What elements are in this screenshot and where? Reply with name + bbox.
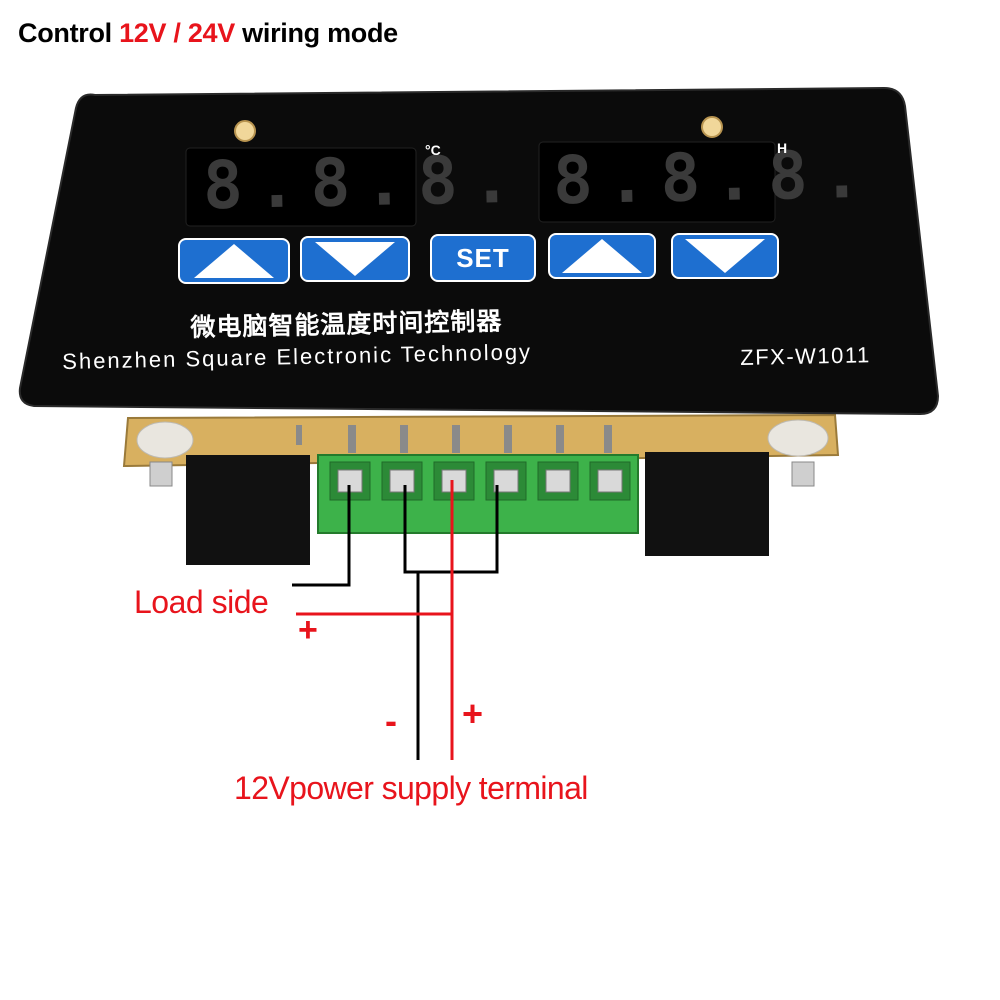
display-left-digits: 8.8.8.	[202, 140, 527, 225]
set-button-label: SET	[456, 242, 510, 273]
red-wires	[296, 480, 454, 760]
standoff-left	[136, 421, 194, 459]
screw-right	[791, 461, 815, 487]
set-button[interactable]: SET	[430, 234, 536, 282]
supply-plus-label: +	[462, 693, 484, 734]
down-arrow-icon	[685, 239, 765, 273]
temp-down-button[interactable]	[300, 236, 410, 282]
title-prefix: Control	[18, 18, 120, 48]
up-arrow-icon	[194, 244, 274, 278]
unit-celsius-label: °C	[425, 142, 441, 158]
terminal-screws	[337, 469, 623, 493]
supply-terminal-label: 12Vpower supply terminal	[234, 770, 588, 806]
display-window-right	[538, 141, 776, 223]
led-left	[234, 120, 256, 142]
supply-minus-label: -	[385, 700, 397, 741]
terminal-block	[317, 454, 639, 534]
relay-right	[645, 452, 769, 556]
load-side-label: Load side	[134, 584, 269, 620]
down-arrow-icon	[315, 242, 395, 276]
standoff-right	[767, 419, 829, 457]
up-arrow-icon	[562, 239, 642, 273]
title-voltage: 12V / 24V	[119, 18, 235, 48]
diagram-title: Control 12V / 24V wiring mode	[18, 18, 398, 49]
screw-left	[149, 461, 173, 487]
time-down-button[interactable]	[671, 233, 779, 279]
relay-left	[186, 455, 310, 565]
title-suffix: wiring mode	[234, 18, 398, 48]
panel-model: ZFX-W1011	[740, 342, 871, 370]
header-pins	[296, 425, 612, 453]
panel-chinese-title: 微电脑智能温度时间控制器	[190, 307, 503, 342]
temp-up-button[interactable]	[178, 238, 290, 284]
display-window-left	[185, 147, 417, 227]
unit-hour-label: H	[777, 140, 788, 156]
load-plus-label: +	[298, 611, 318, 649]
time-up-button[interactable]	[548, 233, 656, 279]
led-right	[701, 116, 723, 138]
display-right-digits: 8.8.8.	[552, 135, 877, 220]
terminal-slots	[329, 461, 631, 501]
